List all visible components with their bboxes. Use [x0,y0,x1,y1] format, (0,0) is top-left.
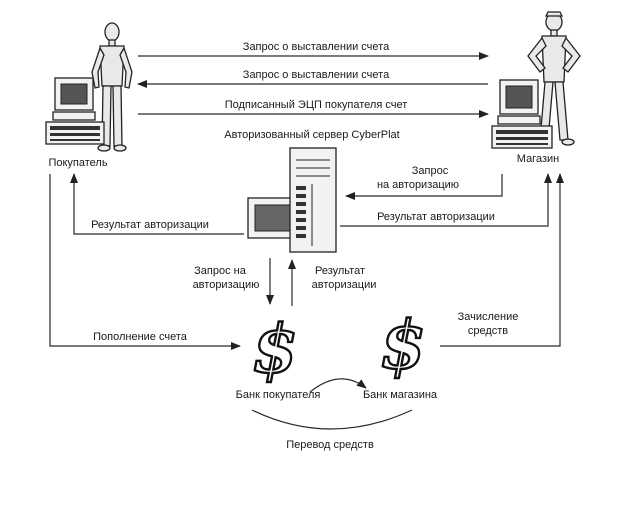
shop-auth-request-arrow [345,174,503,200]
account-topup-label: Пополнение счета [93,331,188,343]
funds-transfer-label: Перевод средств [286,439,374,451]
crediting-label-1: Зачисление [458,311,519,323]
invoice-request-label-2: Запрос о выставлении счета [243,69,390,81]
crediting-label-2: средств [468,325,508,337]
shop-auth-request-label-2: на авторизацию [377,179,459,191]
shop-auth-result-arrow [340,173,552,227]
buyer-label: Покупатель [48,157,107,169]
cyberplat-server-icon [247,147,337,253]
buyer-bank-dollar-icon: $ [252,310,298,388]
crediting-arrow [440,173,564,347]
bank-auth-result-label-2: авторизации [312,279,377,291]
shop-computer-icon [491,79,553,149]
shop-bank-dollar-icon: $ [380,306,426,384]
funds-transfer-upper-arrow [309,378,367,393]
signed-invoice-label: Подписанный ЭЦП покупателя счет [225,99,408,111]
bank-auth-result-label-1: Результат [315,265,365,277]
account-topup-arrow [49,174,241,350]
shop-bank-label: Банк магазина [363,389,438,401]
buyer-auth-result-label: Результат авторизации [91,219,209,231]
server-label: Авторизованный сервер CyberPlat [224,129,399,141]
shop-auth-result-label: Результат авторизации [377,211,495,223]
shop-label: Магазин [517,153,559,165]
invoice-request-label-1: Запрос о выставлении счета [243,41,390,53]
buyer-computer-icon [45,77,105,145]
shop-figure-icon [527,11,581,146]
funds-transfer-curve [251,409,413,430]
buyer-auth-result-arrow [70,173,244,235]
bank-auth-request-label-2: авторизацию [193,279,260,291]
buyer-bank-label: Банк покупателя [236,389,321,401]
bank-auth-request-label-1: Запрос на [194,265,247,277]
shop-auth-request-label-1: Запрос [412,165,449,177]
